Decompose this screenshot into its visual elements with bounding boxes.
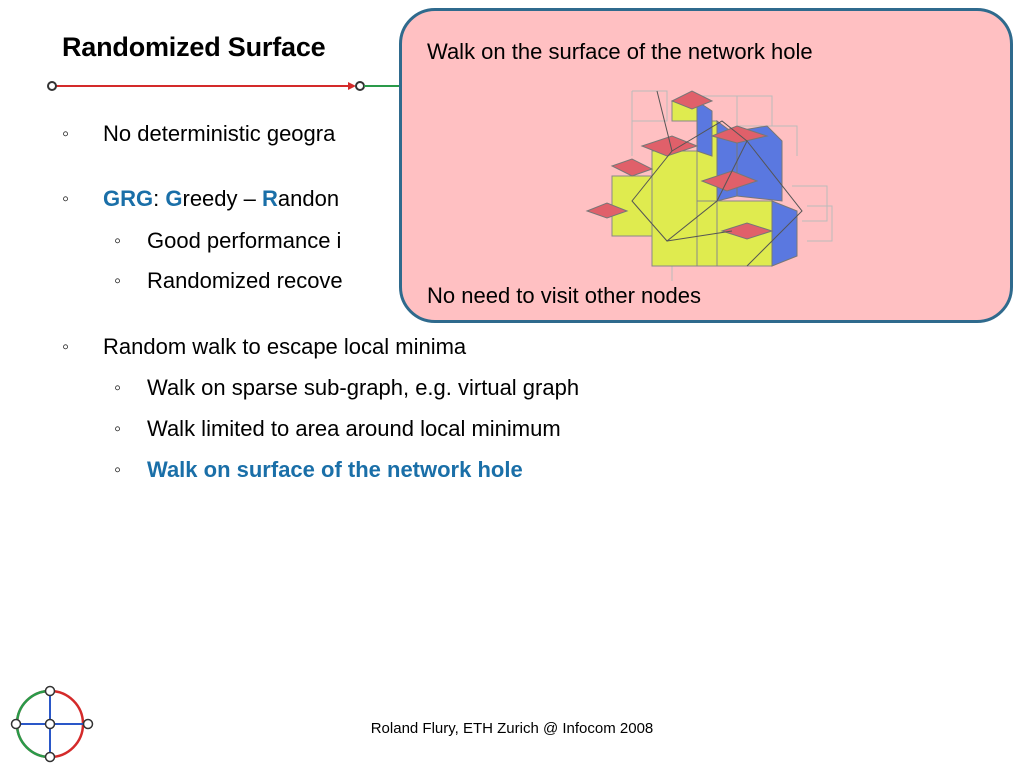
grg-r-letter: R <box>262 186 278 211</box>
bullet-text: Good performance i <box>147 228 342 253</box>
bullet-marker: ◦ <box>114 230 122 252</box>
bullet-marker: ◦ <box>62 123 70 145</box>
bullet-text: Walk limited to area around local minimu… <box>147 416 561 441</box>
eth-logo <box>10 685 94 763</box>
bullet-text: No deterministic geogra <box>103 121 336 146</box>
slide-title: Randomized Surface <box>62 32 326 62</box>
bullet-grg: GRG: Greedy – Randon <box>103 185 339 213</box>
callout-bottom-text: No need to visit other nodes <box>427 283 701 308</box>
callout-top-text: Walk on the surface of the network hole <box>427 39 813 64</box>
grg-colon: : <box>153 186 160 211</box>
callout-box: Walk on the surface of the network hole <box>399 8 1013 323</box>
bullet-marker: ◦ <box>62 188 70 210</box>
grg-g-letter: G <box>165 186 183 211</box>
bullet-marker: ◦ <box>62 336 70 358</box>
grg-acronym: GRG <box>103 186 154 211</box>
bullet-marker: ◦ <box>114 377 122 399</box>
grg-reedy: reedy – <box>182 186 262 211</box>
bullet-text: Randomized recove <box>147 268 343 293</box>
bullet-marker: ◦ <box>114 418 122 440</box>
grg-andom: andon <box>277 186 340 211</box>
bullet-marker: ◦ <box>114 459 122 481</box>
bullet-text: Walk on sparse sub-graph, e.g. virtual g… <box>147 375 580 400</box>
bullet-text: Random walk to escape local minima <box>103 334 467 359</box>
bullet-marker: ◦ <box>114 270 122 292</box>
title-rule <box>47 81 400 91</box>
network-hole-illustration <box>585 90 833 281</box>
footer-text: Roland Flury, ETH Zurich @ Infocom 2008 <box>370 720 654 737</box>
bullet-text-highlight: Walk on surface of the network hole <box>147 457 523 482</box>
